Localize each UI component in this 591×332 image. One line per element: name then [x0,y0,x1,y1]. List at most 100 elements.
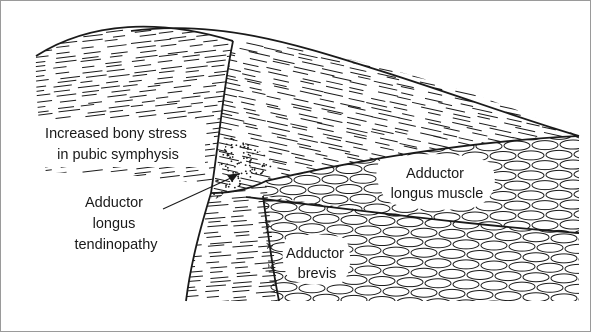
bone-hatch-stroke [109,190,122,192]
tendon-hatch-stroke [528,38,547,42]
stipple-dot [262,133,264,135]
bone-hatch-stroke [164,111,186,114]
stipple-dot [264,154,266,156]
tendon-hatch-stroke [168,93,180,96]
tendon-hatch-stroke [449,47,464,50]
bone-hatch-stroke [31,41,45,43]
tendon-hatch-stroke [584,83,590,86]
lower-band-hatch-stroke [236,235,250,236]
tendon-hatch-stroke [528,83,548,87]
brevis-fiber-oval [383,307,409,316]
lower-band-hatch-stroke [181,240,199,241]
longus-fiber-oval [546,190,572,199]
tendon-hatch-stroke [428,92,442,95]
tendon-hatch-stroke [300,31,314,34]
stipple-dot [248,154,250,156]
bone-hatch-stroke [110,110,123,112]
tendon-hatch-stroke [532,42,552,46]
tendon-hatch-stroke [448,83,465,87]
bone-hatch-stroke [133,174,146,176]
brevis-fiber-oval [579,315,590,324]
tendon-hatch-stroke [397,97,410,100]
tendon-hatch-stroke [322,69,343,74]
tendon-hatch-stroke [347,122,361,125]
stipple-dot [277,193,279,195]
tendon-hatch-stroke [240,147,252,150]
tendon-hatch-stroke [558,88,572,91]
tendon-hatch-stroke [300,138,318,142]
bone-hatch-stroke [110,56,123,58]
brevis-fiber-oval [495,232,521,241]
stipple-dot [247,148,249,150]
tendon-hatch-stroke [582,141,590,145]
brevis-fiber-oval [411,268,437,277]
tendon-hatch-stroke [252,92,265,95]
bone-hatch-stroke [188,111,202,113]
tendinopathy-line-2: longus [93,216,136,232]
tendon-hatch-stroke [401,29,419,33]
stipple-dot [242,142,244,144]
tendon-hatch-stroke [167,69,186,73]
bone-hatch-stroke [131,41,151,43]
lower-band-hatch-stroke [283,217,304,219]
tendon-hatch-stroke [512,78,530,82]
bone-hatch-stroke [82,187,98,189]
tendon-hatch-stroke [196,194,209,197]
tendon-hatch-stroke [243,123,256,126]
brevis-fiber-oval [355,246,381,255]
bone-hatch-stroke [135,19,154,21]
tendon-hatch-stroke [338,46,353,49]
tendon-hatch-stroke [217,16,234,20]
stipple-dot [268,130,270,132]
tendon-hatch-stroke [245,38,264,42]
tendon-hatch-stroke [294,99,309,102]
brevis-fiber-oval [439,309,465,318]
tendon-hatch-stroke [501,82,521,86]
lower-band-hatch-stroke [207,225,227,227]
stipple-dot [250,159,252,161]
brevis-fiber-oval [369,297,395,306]
brevis-fiber-oval [341,295,367,304]
tendon-hatch-stroke [425,98,442,102]
bone-hatch-stroke [113,36,125,37]
tendon-hatch-stroke [266,67,281,70]
brevis-fiber-oval [467,250,493,259]
lower-band-hatch-stroke [205,186,225,188]
lower-band-hatch-stroke [207,296,219,297]
brevis-fiber-oval [551,274,577,283]
tendon-hatch-stroke [545,67,559,70]
tendon-hatch-stroke [216,103,235,107]
stipple-dot [266,144,268,146]
tendon-hatch-stroke [218,134,235,138]
tendon-hatch-stroke [567,31,585,35]
stipple-dot [269,136,271,138]
tendon-hatch-stroke [433,136,447,139]
bone-hatch-stroke [129,80,142,82]
tendon-hatch-stroke [500,106,518,110]
tendon-hatch-stroke [410,19,424,22]
stipple-dot [249,200,251,202]
stipple-dot [265,164,267,166]
brevis-fiber-oval [551,294,577,303]
lower-band-hatch-stroke [206,262,219,263]
lower-band-hatch-stroke [181,236,197,237]
lower-band-hatch-stroke [232,245,252,247]
lower-band-hatch-stroke [233,297,246,298]
bone-hatch-stroke [184,59,199,61]
bone-hatch-stroke [82,39,102,41]
bone-hatch-stroke [31,191,43,192]
brevis-fiber-oval [523,253,549,262]
tendon-hatch-stroke [195,106,211,110]
tendon-hatch-stroke [295,162,312,166]
brevis-fiber-oval [271,303,297,312]
stipple-dot [230,132,232,134]
bone-hatch-stroke [154,82,173,84]
stipple-dot [233,139,235,141]
longus-fiber-oval [518,231,544,240]
stipple-dot [229,194,231,196]
lower-band-hatch-stroke [231,262,245,263]
tendon-hatch-stroke [297,144,311,147]
tendon-hatch-stroke [401,93,413,96]
stipple-dot [231,160,233,162]
stipple-dot [239,184,241,186]
